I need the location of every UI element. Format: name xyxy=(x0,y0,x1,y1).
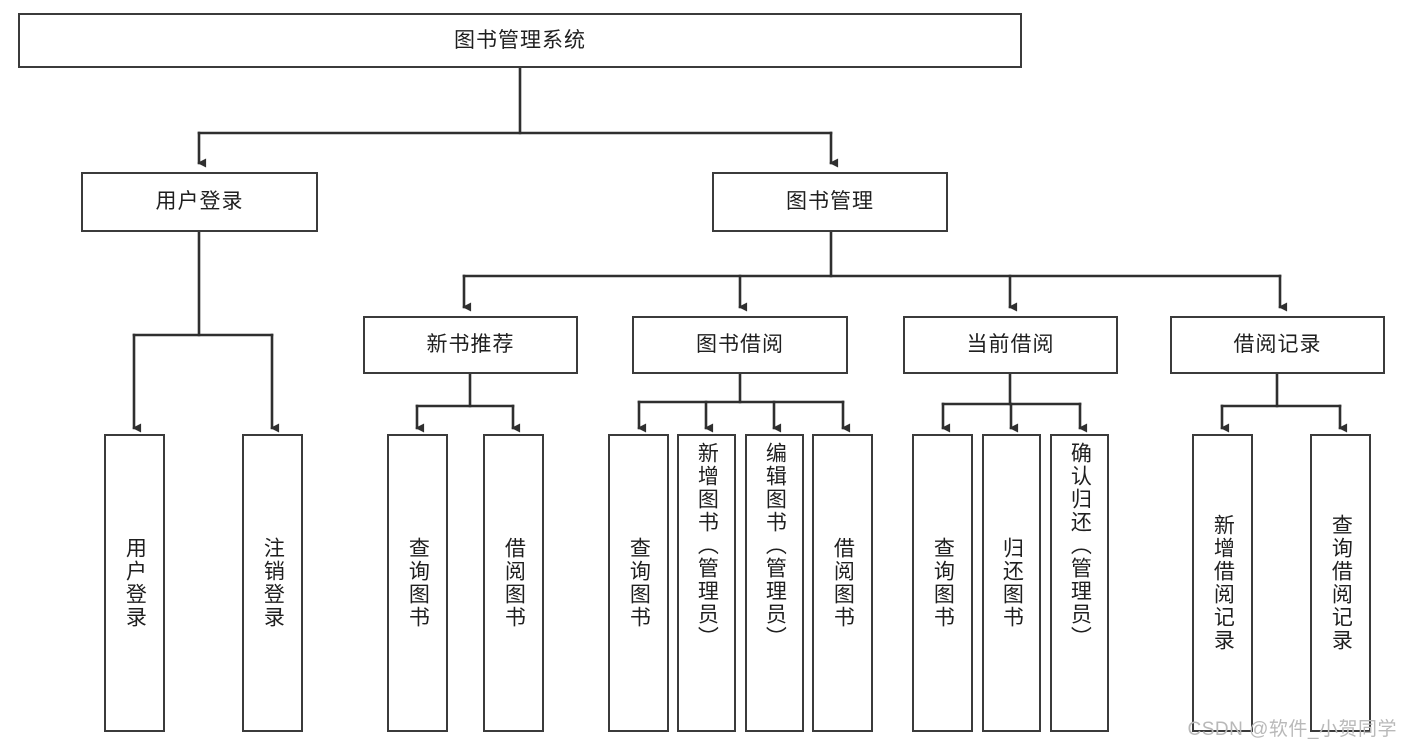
node-book-borrow-label: 图书借阅 xyxy=(696,333,784,357)
node-leaf-confirm-return[interactable]: 确认归还（管理员） xyxy=(1050,434,1109,732)
node-leaf-query-record-label: 查询借阅记录 xyxy=(1329,514,1353,652)
node-leaf-borrow-book-2[interactable]: 借阅图书 xyxy=(812,434,873,732)
node-leaf-add-book[interactable]: 新增图书（管理员） xyxy=(677,434,736,732)
node-leaf-query-book-3-label: 查询图书 xyxy=(931,537,955,629)
node-leaf-edit-book-label: 编辑图书（管理员） xyxy=(763,442,787,649)
node-user-login-label: 用户登录 xyxy=(155,190,244,214)
node-root-label: 图书管理系统 xyxy=(454,28,586,52)
node-book-manage[interactable]: 图书管理 xyxy=(712,172,948,232)
node-leaf-borrow-book-1[interactable]: 借阅图书 xyxy=(483,434,544,732)
node-leaf-confirm-return-label: 确认归还（管理员） xyxy=(1068,442,1092,649)
node-leaf-query-book-2-label: 查询图书 xyxy=(627,537,651,629)
node-borrow-record[interactable]: 借阅记录 xyxy=(1170,316,1385,374)
node-leaf-edit-book[interactable]: 编辑图书（管理员） xyxy=(745,434,804,732)
node-borrow-record-label: 借阅记录 xyxy=(1233,333,1322,357)
node-leaf-return-book-label: 归还图书 xyxy=(1000,537,1024,629)
node-leaf-query-book-1[interactable]: 查询图书 xyxy=(387,434,448,732)
node-book-borrow[interactable]: 图书借阅 xyxy=(632,316,848,374)
node-new-book-recommend-label: 新书推荐 xyxy=(426,333,515,357)
node-leaf-query-record[interactable]: 查询借阅记录 xyxy=(1310,434,1371,732)
node-book-manage-label: 图书管理 xyxy=(786,190,874,214)
node-leaf-add-record-label: 新增借阅记录 xyxy=(1211,514,1235,652)
node-leaf-borrow-book-1-label: 借阅图书 xyxy=(502,537,526,629)
node-leaf-add-book-label: 新增图书（管理员） xyxy=(695,442,719,649)
node-leaf-user-logout-label: 注销登录 xyxy=(261,537,285,629)
node-user-login[interactable]: 用户登录 xyxy=(81,172,318,232)
node-new-book-recommend[interactable]: 新书推荐 xyxy=(363,316,578,374)
node-leaf-query-book-2[interactable]: 查询图书 xyxy=(608,434,669,732)
node-leaf-user-logout[interactable]: 注销登录 xyxy=(242,434,303,732)
node-leaf-query-book-1-label: 查询图书 xyxy=(406,537,430,629)
node-current-borrow-label: 当前借阅 xyxy=(966,333,1055,357)
node-leaf-return-book[interactable]: 归还图书 xyxy=(982,434,1041,732)
node-leaf-user-login-label: 用户登录 xyxy=(123,537,147,629)
node-leaf-borrow-book-2-label: 借阅图书 xyxy=(831,537,855,629)
node-root[interactable]: 图书管理系统 xyxy=(18,13,1022,68)
node-leaf-user-login[interactable]: 用户登录 xyxy=(104,434,165,732)
csdn-watermark: CSDN @软件_小贺同学 xyxy=(1187,719,1397,740)
node-leaf-add-record[interactable]: 新增借阅记录 xyxy=(1192,434,1253,732)
node-leaf-query-book-3[interactable]: 查询图书 xyxy=(912,434,973,732)
node-current-borrow[interactable]: 当前借阅 xyxy=(903,316,1118,374)
